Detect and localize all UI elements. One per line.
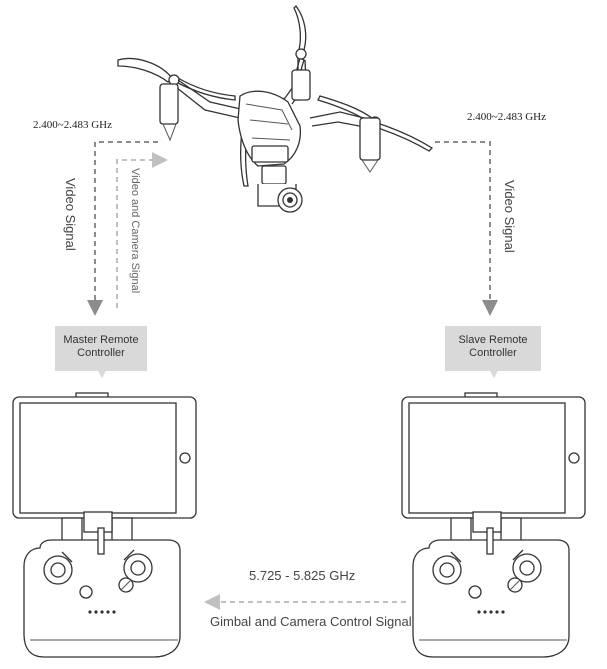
control-stick-left (43, 551, 73, 585)
slave-controller-label-box: Slave Remote Controller (445, 326, 541, 378)
controller-body-right (412, 511, 570, 658)
video-signal-label-right: Video Signal (502, 180, 517, 253)
drone-illustration (117, 5, 434, 213)
controller-body-left (23, 511, 181, 658)
master-label-line1: Master Remote (63, 334, 138, 346)
slave-label-line2: Controller (469, 347, 517, 359)
control-stick-right-slave (512, 549, 542, 583)
slave-label-line1: Slave Remote (458, 334, 527, 346)
arrow-video-left (87, 141, 158, 316)
battery-indicator-dots (88, 610, 116, 614)
video-signal-label-left: Video Signal (63, 178, 78, 251)
master-remote-controller (12, 392, 197, 658)
frequency-label-left: 2.400~2.483 GHz (33, 119, 112, 131)
tablet-right (401, 392, 586, 519)
master-label-line2: Controller (77, 347, 125, 359)
battery-indicator-dots-slave (477, 610, 505, 614)
button-left-slave (468, 585, 482, 599)
control-stick-left-slave (432, 551, 462, 585)
control-stick-right (123, 549, 153, 583)
frequency-label-control: 5.725 - 5.825 GHz (249, 568, 355, 583)
gimbal-camera-signal-label: Gimbal and Camera Control Signal (210, 614, 412, 629)
master-controller-label-box: Master Remote Controller (55, 326, 147, 378)
arrow-video-camera (116, 152, 168, 308)
slave-remote-controller (401, 392, 586, 658)
frequency-label-right: 2.400~2.483 GHz (467, 111, 546, 123)
video-camera-signal-label: Video and Camera Signal (129, 168, 141, 293)
arrow-video-right (435, 141, 498, 316)
tablet-left (12, 392, 197, 519)
button-left (79, 585, 93, 599)
